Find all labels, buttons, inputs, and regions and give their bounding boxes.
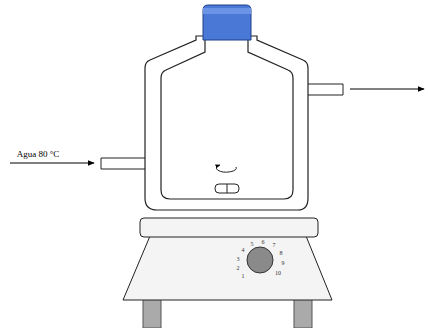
- dial-number: 2: [237, 265, 240, 271]
- dial-number: 8: [280, 250, 283, 256]
- stirrer-foot: [294, 298, 312, 328]
- speed-knob: [247, 247, 273, 273]
- stir-bar-line: [227, 184, 228, 193]
- dial-number: 4: [242, 247, 245, 253]
- dial-number: 10: [275, 270, 281, 276]
- stirrer-plate: [140, 218, 318, 237]
- stirrer-foot: [143, 298, 161, 328]
- stir-bar: [215, 184, 239, 193]
- dial-number: 9: [282, 260, 285, 266]
- dial-number: 1: [242, 273, 245, 279]
- blue-cap: [203, 5, 251, 40]
- inlet-tube: [101, 158, 146, 169]
- dial-number: 5: [251, 241, 254, 247]
- dial-number: 3: [237, 256, 240, 262]
- outlet-arrow: [350, 89, 424, 90]
- dial-number: 7: [273, 242, 276, 248]
- stirrer-body: [123, 236, 332, 300]
- cap-top: [203, 8, 251, 14]
- inlet-arrow: [10, 163, 94, 164]
- flow-label: Agua 80 °C: [17, 150, 60, 159]
- rotation-arrow: [216, 165, 236, 172]
- outlet-tube: [307, 84, 343, 95]
- dial-number: 6: [262, 239, 265, 245]
- outer-jacket: [145, 36, 308, 210]
- inner-vessel: [161, 38, 293, 199]
